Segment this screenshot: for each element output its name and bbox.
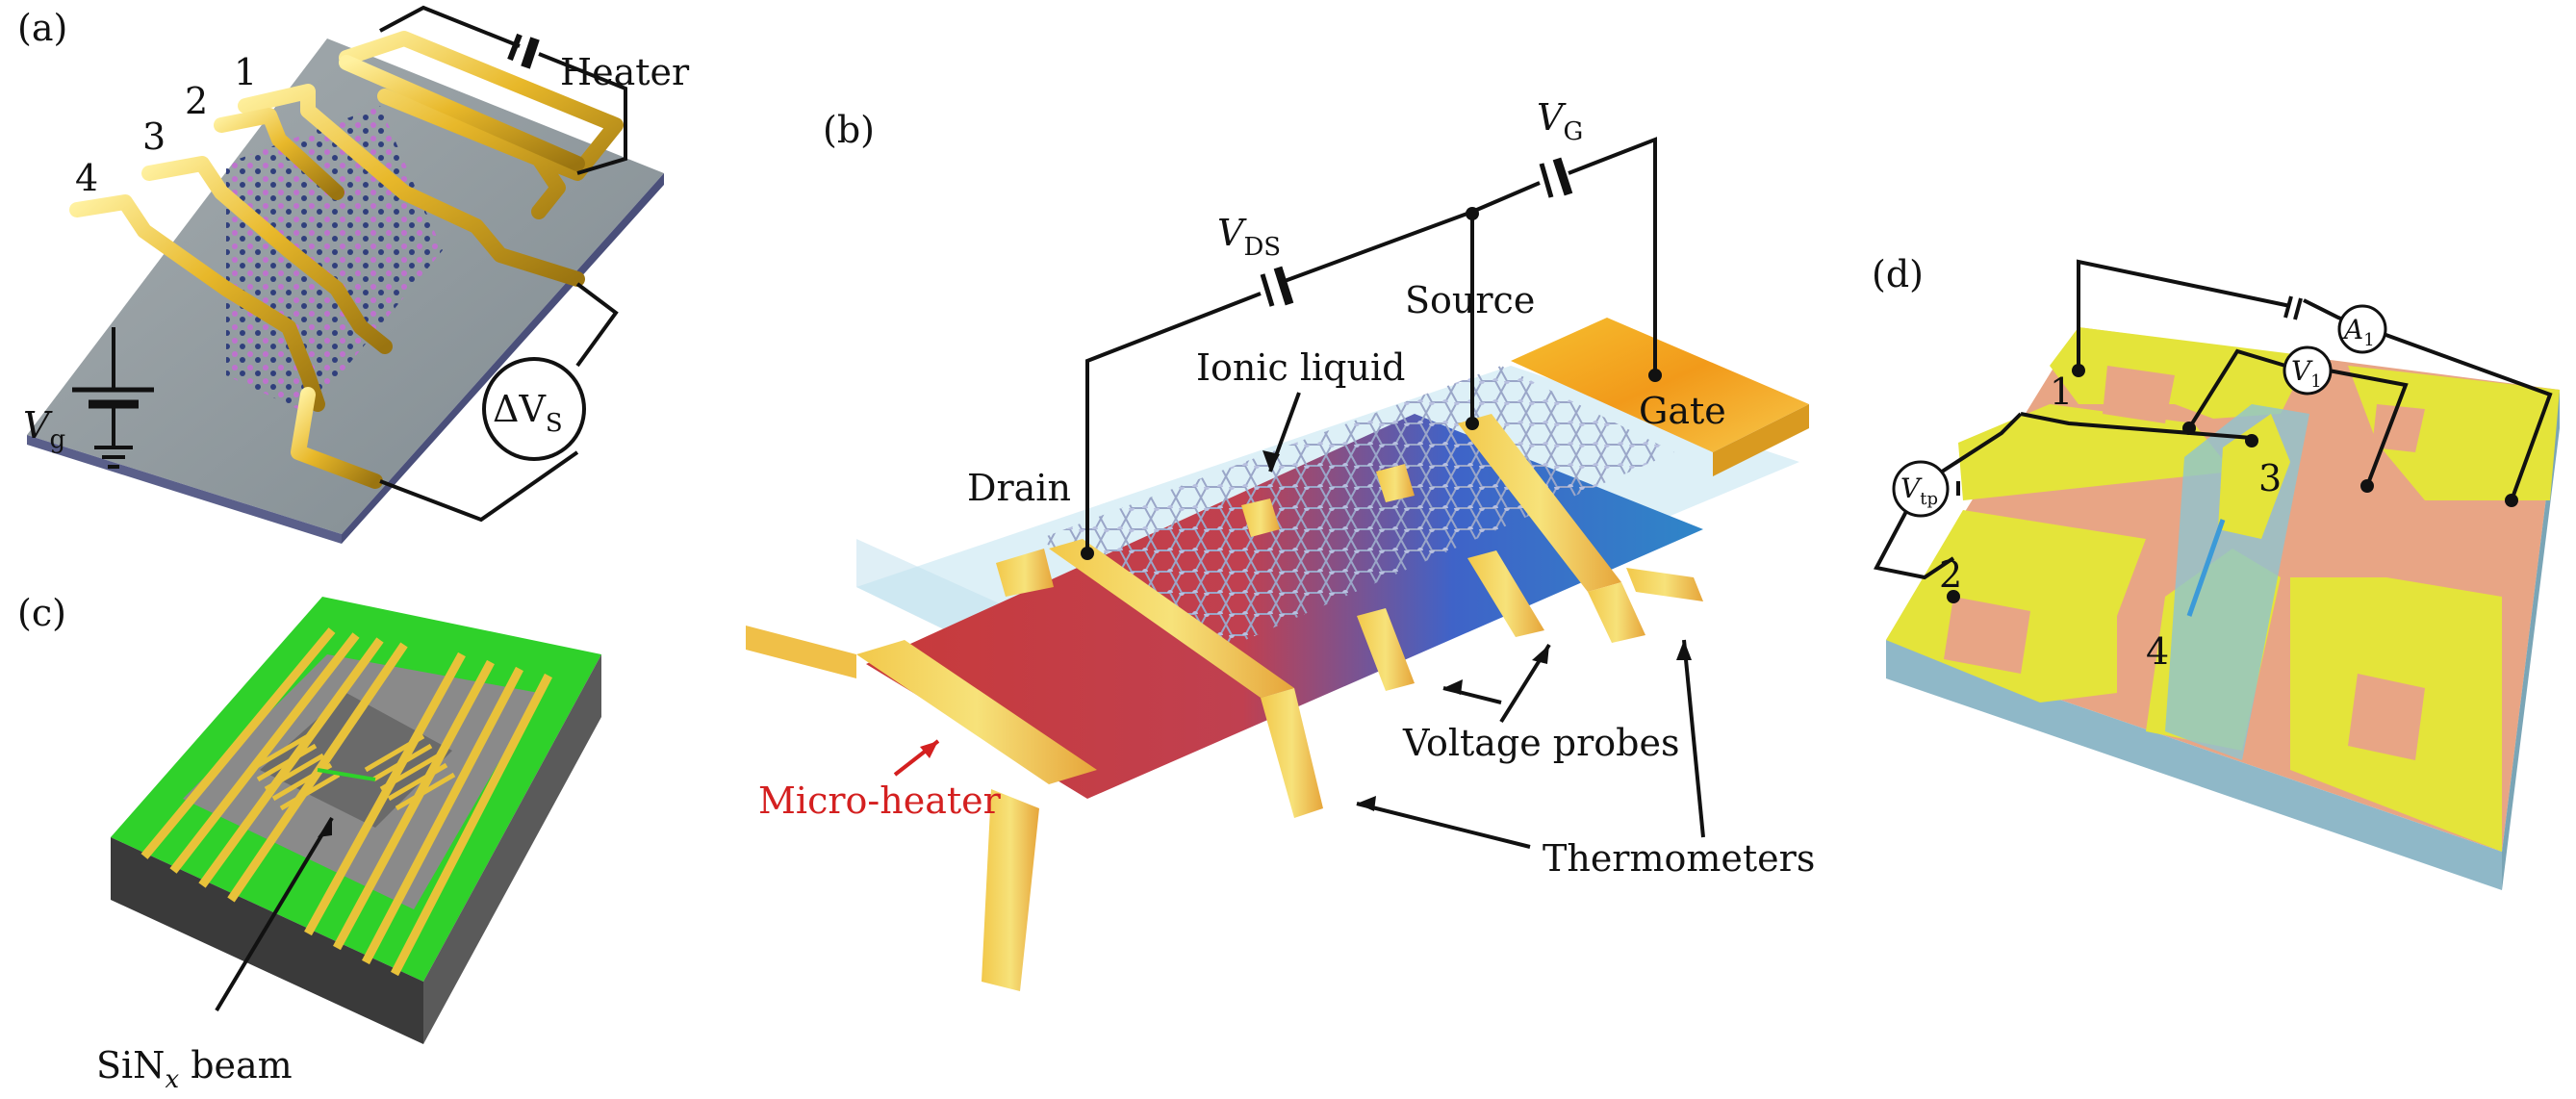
gate-electrode	[1511, 318, 1809, 452]
heater-meander	[339, 31, 624, 219]
a1-label: A1	[2341, 314, 2375, 350]
thermometers-arrow-1	[1356, 802, 1531, 849]
vg-label-b: VG	[1537, 96, 1583, 146]
dvs-circuit	[379, 282, 619, 523]
source-label: Source	[1405, 279, 1535, 321]
graphene-lattice	[1039, 366, 1674, 654]
panel-b: (b)	[746, 96, 1815, 991]
pad-label-a-1: 1	[234, 51, 257, 93]
panel-d-tag: (d)	[1872, 253, 1924, 295]
electrode-4	[69, 194, 325, 412]
drain-label: Drain	[967, 467, 1071, 509]
ionic-liquid-label: Ionic liquid	[1196, 346, 1405, 389]
pad-d-3	[2218, 414, 2290, 539]
beam-label: SiNx beam	[96, 1044, 293, 1094]
heater-pad-right	[364, 733, 456, 811]
substrate-a-edge	[27, 435, 342, 544]
electrodes-a	[69, 31, 624, 489]
nanowire	[2186, 519, 2226, 617]
inset-3	[1944, 597, 2030, 674]
gate-electrode-edge	[1713, 404, 1809, 476]
panel-b-tag: (b)	[823, 109, 875, 151]
heater-line	[339, 55, 585, 171]
drain-node	[1081, 547, 1094, 560]
pad-label-a-2: 2	[185, 80, 208, 122]
pad-label-d-3: 3	[2258, 457, 2282, 499]
chip-side-left	[111, 837, 423, 1044]
electrode-3	[141, 156, 393, 354]
pad-d-strip	[1958, 404, 2232, 500]
beam-arrow	[215, 816, 334, 1012]
substrate-d-side	[2502, 390, 2560, 890]
panel-a: (a) 1 2 3 4 Heater	[17, 5, 690, 544]
inset-4	[2348, 674, 2425, 760]
source-bar	[1458, 414, 1621, 592]
micro-heater-lead-down	[982, 789, 1039, 991]
vds-label: VDS	[1217, 212, 1281, 262]
voltage-probe-2	[1376, 464, 1415, 502]
drain-bar	[1049, 539, 1294, 698]
voltmeter-v1	[2283, 345, 2333, 396]
junction-node	[1466, 207, 1479, 220]
substrate-a-edge-right	[342, 173, 664, 544]
v1-label: V1	[2291, 355, 2322, 392]
pad-label-a-4: 4	[75, 157, 98, 199]
source-node	[1466, 417, 1479, 430]
voltage-probe-1	[1241, 498, 1280, 537]
gate-ground	[72, 327, 154, 469]
circuit-b	[1085, 137, 1657, 553]
micro-heater-bar	[856, 640, 1097, 784]
source-lead-right	[1626, 568, 1703, 601]
vg-label-a: Vg	[23, 404, 65, 454]
pad-label-a-3: 3	[142, 115, 166, 158]
thermometers-arrow-2	[1682, 639, 1705, 838]
gate-label: Gate	[1639, 390, 1726, 432]
electrode-bottom	[291, 387, 383, 489]
beam-arrowhead	[318, 818, 332, 837]
thermometers-label: Thermometers	[1543, 837, 1815, 880]
panel-c-tag: (c)	[17, 592, 66, 634]
voltage-probe-4	[1467, 550, 1544, 637]
vtp-label: Vtp	[1900, 473, 1938, 509]
ammeter-a1	[2337, 304, 2387, 354]
pad-label-d-2: 2	[1939, 553, 1962, 596]
electrode-1	[238, 84, 585, 287]
micro-heater-lead-left	[746, 626, 856, 678]
voltmeter-vtp	[1892, 460, 1950, 518]
heater-circuit	[379, 5, 627, 175]
voltage-probes-label: Voltage probes	[1402, 722, 1680, 764]
panel-a-tag: (a)	[17, 7, 67, 49]
chip-side-right	[423, 654, 601, 1044]
gate-node	[1648, 369, 1662, 382]
panel-c: (c) SiNx beam	[17, 592, 601, 1094]
thermometer-right-lead	[1588, 582, 1645, 643]
voltage-probe-3	[1357, 608, 1415, 691]
pad-label-d-4: 4	[2146, 630, 2169, 673]
dvs-label: ΔVS	[493, 388, 563, 438]
pad-label-d-1: 1	[2050, 371, 2073, 413]
panel-d: (d)	[1872, 253, 2560, 890]
heater-pad-left	[248, 733, 341, 811]
micro-heater-label: Micro-heater	[758, 780, 1002, 822]
electrode-2	[214, 108, 344, 200]
thermometer-left-lead	[1261, 688, 1323, 818]
inset-1	[2103, 366, 2175, 423]
sin-beam	[317, 768, 376, 781]
probe-pad-left	[996, 549, 1054, 597]
circuit-d	[1873, 259, 2553, 580]
heater-label: Heater	[560, 51, 690, 93]
